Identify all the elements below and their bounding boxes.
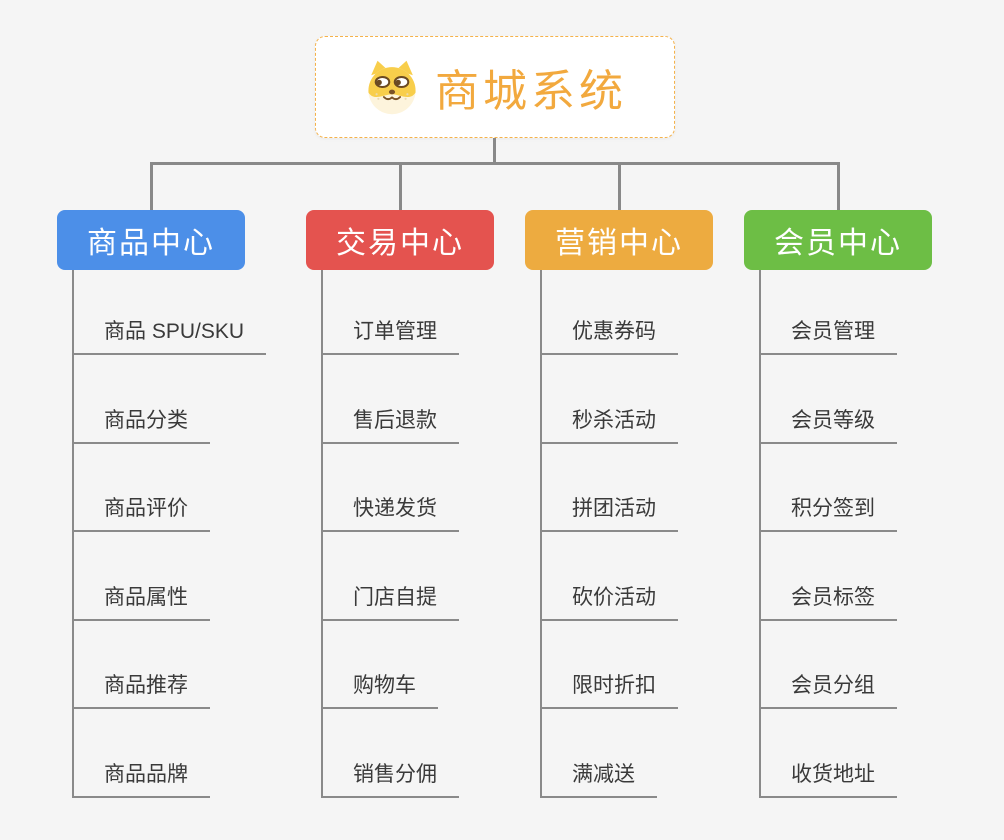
child-topic[interactable]: 秒杀活动 <box>540 407 678 444</box>
child-topic[interactable]: 满减送 <box>540 761 657 798</box>
child-topic[interactable]: 售后退款 <box>321 407 459 444</box>
branch-trunk-line <box>321 270 323 798</box>
branch-node-3[interactable]: 营销中心 <box>525 210 713 270</box>
connector-root-drop <box>492 138 496 165</box>
child-topic[interactable]: 商品分类 <box>72 407 210 444</box>
connector-branch-drop <box>149 162 153 210</box>
child-topic[interactable]: 拼团活动 <box>540 495 678 533</box>
child-topic[interactable]: 商品属性 <box>72 584 210 621</box>
child-topic[interactable]: 收货地址 <box>759 761 897 798</box>
child-topic[interactable]: 商品推荐 <box>72 672 210 710</box>
branch-trunk-line <box>759 270 761 798</box>
child-topic[interactable]: 购物车 <box>321 672 438 710</box>
child-topic[interactable]: 商品评价 <box>72 495 210 533</box>
branch-node-2[interactable]: 交易中心 <box>306 210 494 270</box>
branch-label: 营销中心 <box>555 227 683 260</box>
child-topic[interactable]: 订单管理 <box>321 318 459 355</box>
child-topic[interactable]: 商品品牌 <box>72 761 210 798</box>
connector-branch-drop <box>836 162 840 210</box>
child-topic[interactable]: 会员管理 <box>759 318 897 355</box>
child-topic[interactable]: 会员分组 <box>759 672 897 710</box>
child-topic[interactable]: 限时折扣 <box>540 672 678 710</box>
child-topic[interactable]: 快递发货 <box>321 495 459 533</box>
child-topic[interactable]: 积分签到 <box>759 495 897 533</box>
root-title: 商城系统 <box>435 67 627 116</box>
branch-label: 商品中心 <box>87 227 215 260</box>
branch-label: 会员中心 <box>774 227 902 260</box>
branch-trunk-line <box>72 270 74 798</box>
branch-node-1[interactable]: 商品中心 <box>57 210 245 270</box>
child-topic[interactable]: 优惠券码 <box>540 318 678 355</box>
connector-bus <box>149 162 840 165</box>
child-topic[interactable]: 门店自提 <box>321 584 459 621</box>
child-topic[interactable]: 会员标签 <box>759 584 897 621</box>
branch-label: 交易中心 <box>336 227 464 260</box>
connector-branch-drop <box>617 162 621 210</box>
child-topic[interactable]: 砍价活动 <box>540 584 678 621</box>
root-node[interactable]: 商城系统 <box>315 36 675 138</box>
child-topic[interactable]: 会员等级 <box>759 407 897 444</box>
branch-trunk-line <box>540 270 542 798</box>
dog-face-icon <box>363 58 421 116</box>
child-topic[interactable]: 商品 SPU/SKU <box>72 318 267 355</box>
child-topic[interactable]: 销售分佣 <box>321 761 459 798</box>
connector-branch-drop <box>398 162 402 210</box>
branch-node-4[interactable]: 会员中心 <box>744 210 932 270</box>
